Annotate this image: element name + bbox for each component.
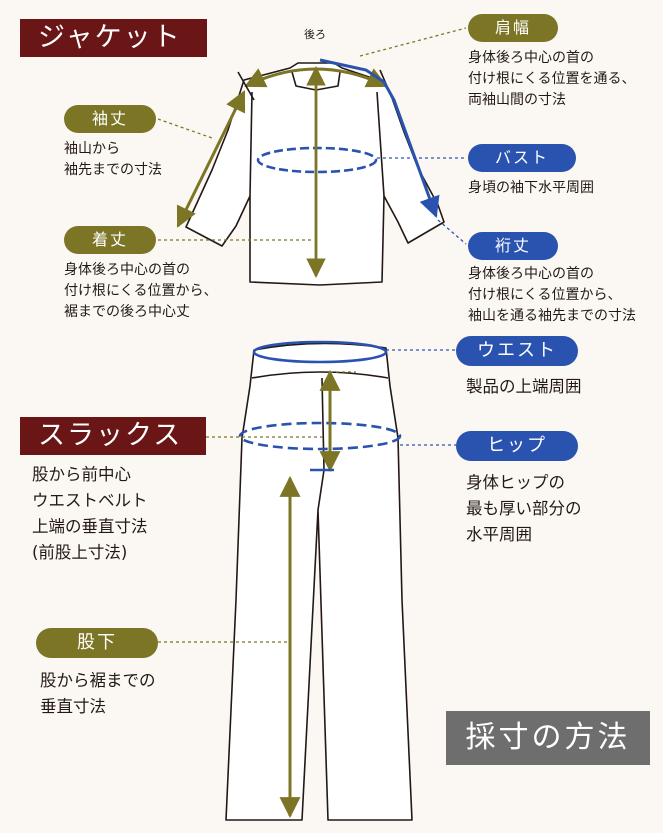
rise-desc: 股から前中心 ウエストベルト 上端の垂直寸法 (前股上寸法) xyxy=(32,462,148,566)
inseam-desc: 股から裾までの 垂直寸法 xyxy=(40,668,156,720)
inseam-label: 股下 xyxy=(36,628,158,658)
desc-line: 付け根にくる位置から、 xyxy=(468,287,622,303)
desc-line: 股から前中心 xyxy=(32,465,131,484)
desc-line: 裾までの後ろ中心丈 xyxy=(64,304,190,320)
yuki-length-desc: 身体後ろ中心の首の 付け根にくる位置から、 袖山を通る袖先までの寸法 xyxy=(468,264,636,327)
desc-line: 袖先までの寸法 xyxy=(64,162,162,178)
desc-line: 上端の垂直寸法 xyxy=(32,517,148,536)
desc-line: 付け根にくる位置から、 xyxy=(64,283,218,299)
desc-line: 水平周囲 xyxy=(466,525,532,544)
desc-line: 股から裾までの xyxy=(40,671,156,690)
desc-line: ウエストベルト xyxy=(32,491,148,510)
sleeve-length-desc: 袖山から 袖先までの寸法 xyxy=(64,139,162,181)
hip-desc: 身体ヒップの 最も厚い部分の 水平周囲 xyxy=(466,470,582,548)
desc-line: 両袖山間の寸法 xyxy=(468,92,566,108)
jacket-length-label: 着丈 xyxy=(64,226,156,254)
waist-label: ウエスト xyxy=(456,336,578,366)
sleeve-length-arrow xyxy=(176,90,246,228)
desc-line: 付け根にくる位置を通る、 xyxy=(468,71,636,87)
shoulder-width-label: 肩幅 xyxy=(468,14,558,42)
desc-line: 身体ヒップの xyxy=(466,473,565,492)
leader-sleeve xyxy=(157,118,213,139)
jacket-armhole-left xyxy=(249,91,253,197)
desc-line: 身体後ろ中心の首の xyxy=(468,50,594,66)
yuki-arrow xyxy=(319,58,440,218)
desc-line: 袖山を通る袖先までの寸法 xyxy=(468,308,636,324)
yuki-length-label: 裄丈 xyxy=(468,232,558,260)
waist-desc: 製品の上端周囲 xyxy=(466,374,582,400)
shoulder-tick-left xyxy=(237,71,255,101)
slacks-title: スラックス xyxy=(20,417,206,455)
desc-line: 製品の上端周囲 xyxy=(466,377,582,396)
desc-line: 身体後ろ中心の首の xyxy=(64,262,190,278)
jacket-title: ジャケット xyxy=(20,19,207,57)
shoulder-width-desc: 身体後ろ中心の首の 付け根にくる位置を通る、 両袖山間の寸法 xyxy=(468,48,635,111)
waist-ellipse xyxy=(252,340,388,364)
desc-line: 垂直寸法 xyxy=(40,697,106,716)
hip-label: ヒップ xyxy=(456,431,578,461)
jacket-length-desc: 身体後ろ中心の首の 付け根にくる位置から、 裾までの後ろ中心丈 xyxy=(64,260,217,323)
desc-line: 身頃の袖下水平周囲 xyxy=(468,180,594,196)
slacks-illustration xyxy=(225,342,413,821)
method-title: 採寸の方法 xyxy=(446,711,650,765)
leader-yuki xyxy=(437,219,467,245)
sleeve-length-label: 袖丈 xyxy=(64,105,156,133)
jacket-armhole-right xyxy=(376,91,385,197)
bust-desc: 身頃の袖下水平周囲 xyxy=(468,178,594,199)
slacks-outline xyxy=(225,342,413,821)
desc-line: 最も厚い部分の xyxy=(466,499,582,518)
bust-label: バスト xyxy=(468,144,576,172)
desc-line: (前股上寸法) xyxy=(32,543,128,562)
desc-line: 袖山から xyxy=(64,141,120,157)
back-label: 後ろ xyxy=(304,28,326,41)
desc-line: 身体後ろ中心の首の xyxy=(468,266,594,282)
leader-shoulder xyxy=(359,27,467,57)
